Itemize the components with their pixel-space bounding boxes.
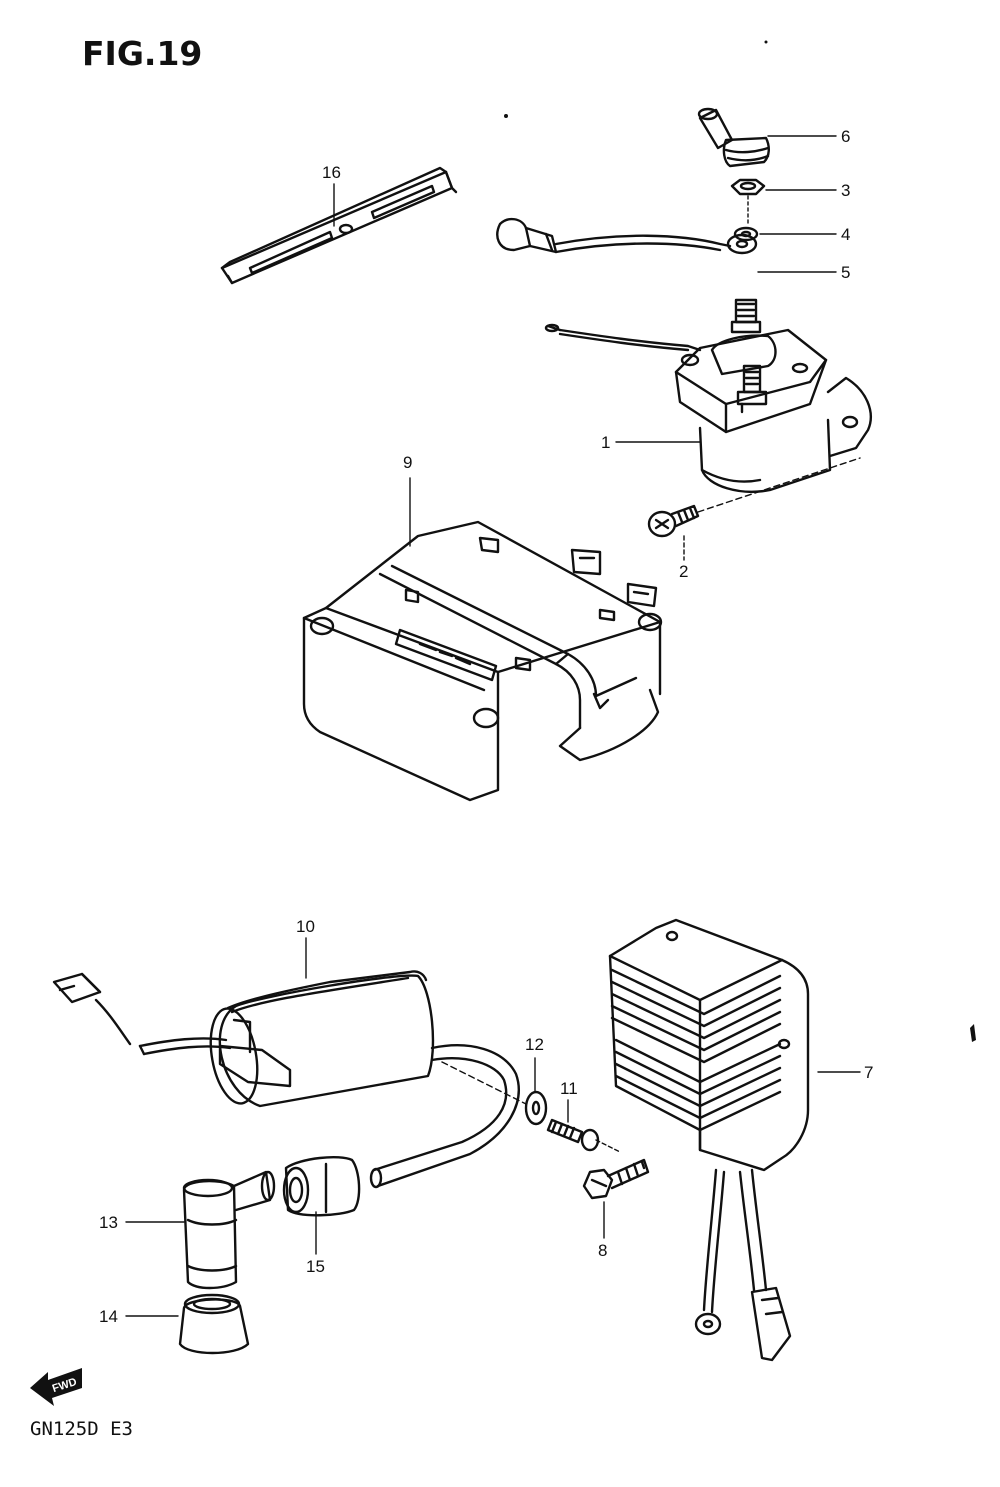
leader-lines — [125, 135, 861, 1317]
callout-7: 7 — [864, 1063, 873, 1082]
callout-6: 6 — [841, 127, 850, 146]
callout-14: 14 — [99, 1307, 118, 1326]
callout-1: 1 — [601, 433, 610, 452]
callout-11: 11 — [560, 1079, 578, 1098]
plug-cap-part-13 — [182, 1170, 276, 1290]
callout-labels: 6 3 4 5 1 2 9 16 10 7 12 11 8 13 14 15 — [99, 127, 873, 1326]
callout-4: 4 — [841, 225, 850, 244]
forward-arrow-icon: FWD — [30, 1368, 82, 1406]
callout-16: 16 — [322, 163, 341, 182]
callout-8: 8 — [598, 1241, 607, 1260]
strap-part-16 — [220, 166, 458, 285]
callout-9: 9 — [403, 453, 412, 472]
nut-part-3 — [730, 178, 766, 196]
callout-15: 15 — [306, 1257, 325, 1276]
battery-lead-part-5 — [496, 217, 758, 255]
starter-relay-part-1 — [544, 298, 872, 493]
ignition-coil-part-10 — [52, 970, 520, 1189]
seal-part-15 — [282, 1155, 361, 1217]
callout-5: 5 — [841, 263, 850, 282]
callout-13: 13 — [99, 1213, 118, 1232]
screw-part-2 — [647, 504, 700, 538]
washer-part-12 — [524, 1090, 548, 1126]
callout-12: 12 — [525, 1035, 544, 1054]
callout-10: 10 — [296, 917, 315, 936]
figure-title: FIG.19 — [82, 34, 203, 73]
callout-2: 2 — [679, 562, 688, 581]
scan-specks — [504, 40, 976, 1042]
cdi-unit-part-9 — [302, 520, 663, 802]
screw-part-11 — [546, 1118, 600, 1152]
callout-3: 3 — [841, 181, 850, 200]
bolt-part-8 — [582, 1158, 650, 1200]
boot-part-14 — [178, 1293, 250, 1355]
model-code: GN125D E3 — [30, 1418, 133, 1440]
terminal-cap-part-6 — [697, 107, 770, 168]
regulator-rectifier-part-7 — [608, 918, 810, 1362]
